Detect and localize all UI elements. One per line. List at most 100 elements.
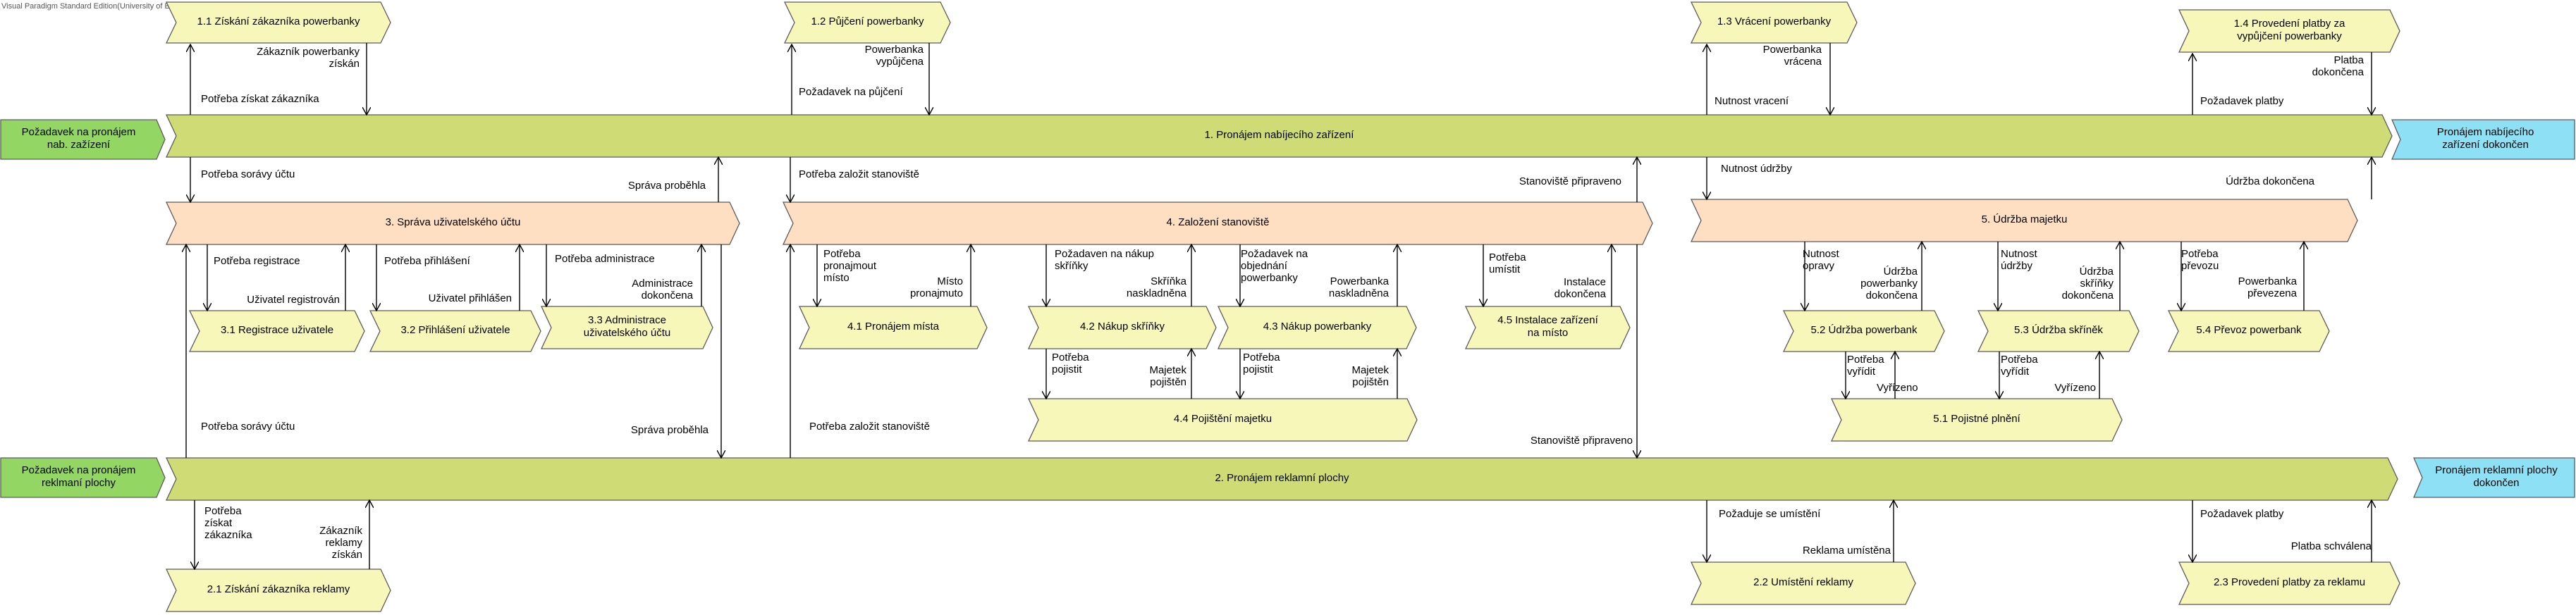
- s4-outline: [782, 201, 1653, 245]
- p1-shape[interactable]: 1. Pronájem nabíjecího zařízení: [165, 114, 2393, 158]
- t43-shape[interactable]: 4.3 Nákup powerbanky: [1217, 306, 1417, 349]
- flow-label-f22-req: Požaduje se umístění: [1719, 508, 1821, 520]
- end1-outline: [2391, 119, 2575, 160]
- s5-outline: [1690, 199, 2358, 242]
- flow-label-f3-res: Správa proběhla: [628, 180, 706, 192]
- flow-label-f32-req: Potřeba přihlášení: [384, 255, 471, 267]
- flow-label-f31-res: Uživatel registrován: [247, 294, 340, 306]
- t23-label: 2.3 Provedení platby za reklamu: [2214, 576, 2365, 588]
- t12-outline: [783, 1, 951, 44]
- t52-outline: [1782, 310, 1945, 352]
- t12-shape[interactable]: 1.2 Půjčení powerbanky: [783, 1, 951, 44]
- t13-shape[interactable]: 1.3 Vrácení powerbanky: [1690, 1, 1858, 44]
- t31-shape[interactable]: 3.1 Registrace uživatele: [188, 310, 365, 352]
- t51-shape[interactable]: 5.1 Pojistné plnění: [1830, 398, 2123, 442]
- s5-shape[interactable]: 5. Údržba majetku: [1690, 199, 2358, 242]
- flow-label-f3b-res: Správa proběhla: [631, 424, 709, 436]
- flow-label-f3b-req: Potřeba sorávy účtu: [201, 421, 295, 433]
- t21-outline: [165, 569, 391, 612]
- t31-outline: [188, 310, 365, 352]
- t12-label: 1.2 Půjčení powerbanky: [811, 15, 924, 27]
- t42-shape[interactable]: 4.2 Nákup skříňky: [1027, 306, 1217, 349]
- t43-outline: [1217, 306, 1417, 349]
- t54-outline: [2167, 310, 2330, 352]
- flow-label-f23-res: Platba schválena: [2291, 540, 2372, 552]
- flow-label-f4-res: Stanoviště připraveno: [1519, 175, 1621, 187]
- s3-outline: [165, 201, 740, 245]
- end2-outline: [2413, 457, 2575, 498]
- t41-shape[interactable]: 4.1 Pronájem místa: [798, 306, 988, 349]
- s4-shape[interactable]: 4. Založení stanoviště: [782, 201, 1653, 245]
- flow-label-f5-res: Údržba dokončena: [2226, 175, 2315, 187]
- flow-label-f51b-res: Vyřízeno: [2054, 382, 2096, 394]
- t32-shape[interactable]: 3.2 Přihlášení uživatele: [369, 310, 541, 352]
- flow-label-f13-req: Nutnost vracení: [1715, 95, 1789, 107]
- t11-shape[interactable]: 1.1 Získání zákazníka powerbanky: [165, 1, 391, 44]
- t43-label: 4.3 Nákup powerbanky: [1263, 321, 1372, 333]
- t31-label: 3.1 Registrace uživatele: [221, 324, 333, 336]
- t42-label: 4.2 Nákup skříňky: [1080, 321, 1165, 333]
- t44-outline: [1027, 398, 1418, 442]
- s4-label: 4. Založení stanoviště: [1167, 216, 1270, 228]
- t54-shape[interactable]: 5.4 Převoz powerbank: [2167, 310, 2330, 352]
- t52-label: 5.2 Údržba powerbank: [1811, 324, 1918, 336]
- t11-label: 1.1 Získání zákazníka powerbanky: [197, 15, 360, 27]
- t23-shape[interactable]: 2.3 Provedení platby za reklamu: [2178, 561, 2400, 605]
- s5-label: 5. Údržba majetku: [1982, 213, 2068, 225]
- start2-outline: [0, 457, 166, 498]
- t42-outline: [1027, 306, 1217, 349]
- t23-outline: [2178, 561, 2400, 605]
- t53-shape[interactable]: 5.3 Údržba skříněk: [1977, 310, 2140, 352]
- t52-shape[interactable]: 5.2 Údržba powerbank: [1782, 310, 1945, 352]
- flow-label-f4b-res: Stanoviště připraveno: [1531, 435, 1633, 447]
- t44-shape[interactable]: 4.4 Pojištění majetku: [1027, 398, 1418, 442]
- t32-label: 3.2 Přihlášení uživatele: [400, 324, 510, 336]
- p2-outline: [165, 457, 2398, 501]
- t21-shape[interactable]: 2.1 Získání zákazníka reklamy: [165, 569, 391, 612]
- t41-outline: [798, 306, 988, 349]
- flow-label-f12-req: Požadavek na půjčení: [799, 86, 903, 98]
- flow-label-f5-req: Nutnost údržby: [1721, 163, 1792, 175]
- t44-label: 4.4 Pojištění majetku: [1174, 413, 1272, 425]
- t51-label: 5.1 Pojistné plnění: [1933, 413, 2020, 425]
- s3-label: 3. Správa uživatelského účtu: [386, 216, 521, 228]
- s3-shape[interactable]: 3. Správa uživatelského účtu: [165, 201, 740, 245]
- flow-label-f23-req: Požadavek platby: [2200, 508, 2284, 520]
- flow-label-f4-req: Potřeba založit stanoviště: [799, 168, 919, 180]
- flow-label-f32-res: Uživatel přihlášen: [429, 292, 512, 304]
- t22-shape[interactable]: 2.2 Umístění reklamy: [1690, 561, 1916, 605]
- p2-shape[interactable]: 2. Pronájem reklamní plochy: [165, 457, 2398, 501]
- flow-label-f51a-res: Vyřízeno: [1877, 382, 1918, 394]
- t11-outline: [165, 1, 391, 44]
- t33-outline: [540, 306, 713, 349]
- t54-label: 5.4 Převoz powerbank: [2196, 324, 2302, 336]
- t13-label: 1.3 Vrácení powerbanky: [1717, 15, 1832, 27]
